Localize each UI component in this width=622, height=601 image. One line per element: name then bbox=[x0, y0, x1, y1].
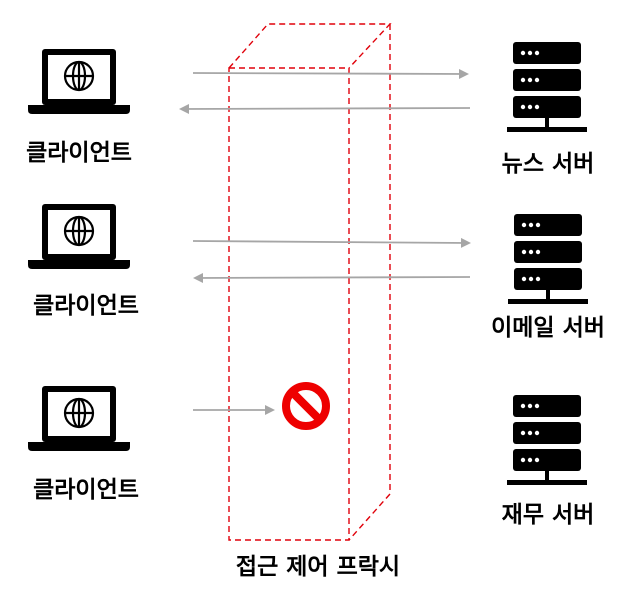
server-rack-icon bbox=[507, 395, 587, 485]
proxy-top-face bbox=[228, 23, 392, 69]
server-rack-icon bbox=[508, 214, 588, 304]
client-label-3: 클라이언트 bbox=[33, 477, 139, 503]
email-server-label: 이메일 서버 bbox=[491, 315, 605, 341]
arrow-news-server-to-client1 bbox=[179, 103, 471, 114]
finance-server-label: 재무 서버 bbox=[501, 502, 595, 528]
arrow-client1-to-news-server bbox=[192, 68, 469, 79]
arrow-email-server-to-client2 bbox=[193, 272, 471, 283]
connection-arrows bbox=[179, 68, 471, 415]
proxy-right-face bbox=[348, 24, 391, 541]
laptop-globe-icon bbox=[28, 49, 130, 114]
server-rack-icon bbox=[507, 42, 587, 132]
laptop-globe-icon bbox=[28, 386, 130, 451]
proxy-front-face bbox=[228, 67, 350, 541]
client-label-2: 클라이언트 bbox=[33, 293, 139, 319]
access-control-proxy-box bbox=[228, 23, 392, 541]
laptop-globe-icon bbox=[28, 204, 130, 269]
client-label-1: 클라이언트 bbox=[26, 140, 132, 166]
arrow-client2-to-email-server bbox=[192, 237, 471, 248]
proxy-label: 접근 제어 프락시 bbox=[235, 554, 401, 580]
news-server-label: 뉴스 서버 bbox=[501, 151, 595, 177]
prohibited-icon bbox=[282, 382, 330, 430]
